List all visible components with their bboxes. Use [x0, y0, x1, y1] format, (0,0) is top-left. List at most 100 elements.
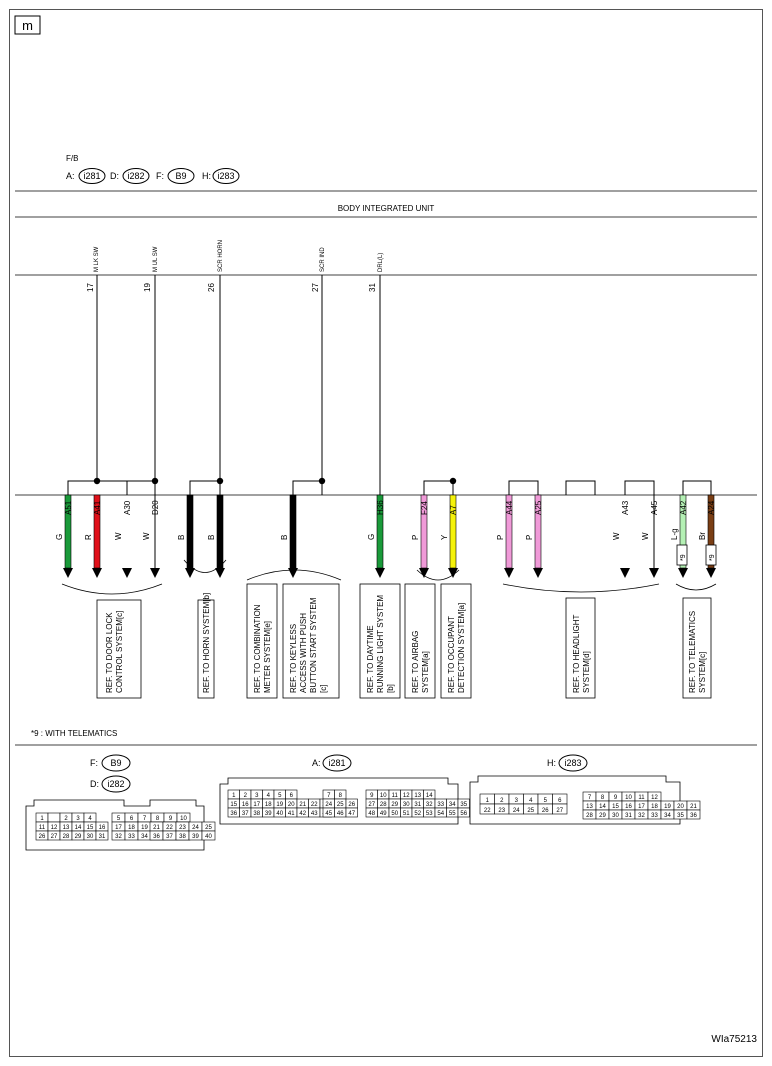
connector-a-right-pin: 11 [392, 793, 399, 799]
connector-h-label: H: i283 [547, 754, 588, 772]
connector-h-right-pin: 21 [690, 804, 697, 810]
connector-a-right-pin: 33 [437, 802, 444, 808]
wire-color-code-A45: W [641, 532, 650, 540]
connector-h-left-pin: 22 [484, 808, 491, 814]
connector-a-left-pin: 43 [311, 811, 318, 817]
connector-a-right-pin: 49 [380, 811, 387, 817]
wire-pin-H31: H31 [186, 500, 195, 515]
svg-text:REF. TO KEYLESS ACCESS W: REF. TO KEYLESS ACCESS WITH PUSH BUTTON … [289, 595, 328, 693]
connector-fd-mid-pin: 17 [115, 825, 122, 831]
connector-fd-right-pin: 24 [192, 825, 199, 831]
terminal-signal-27: SCR IND [320, 247, 326, 272]
connector-a-right-pin: 32 [426, 802, 433, 808]
svg-text:REF. TO DAYTIME RUNNING: REF. TO DAYTIME RUNNING LIGHT SYSTEM [b] [366, 593, 395, 693]
legend-letter-f: F: [156, 171, 164, 181]
ref-box-drl[interactable] [359, 583, 401, 699]
connector-a-left-pin: 4 [267, 793, 271, 799]
terminal-pin-27: 27 [311, 283, 320, 292]
connector-h-right-pin: 19 [664, 804, 671, 810]
connector-fd-mid-pin: 33 [128, 834, 135, 840]
wire-arrow-A45 [649, 568, 659, 578]
wire-arrow-A42 [678, 568, 688, 578]
connector-fd-left-pin: 14 [75, 825, 82, 831]
connector-a-left-pin: 42 [299, 811, 306, 817]
legend-letter-d: D: [110, 171, 119, 181]
connector-fd-mid-pin: 19 [141, 825, 148, 831]
brace-horn [183, 559, 227, 573]
wire-arrow-A24 [706, 568, 716, 578]
ref-box-airbag[interactable] [404, 583, 436, 699]
connector-a-left-pin: 36 [230, 811, 237, 817]
connector-fd-left-pin: 11 [39, 825, 46, 831]
connector-a-left-pin: 40 [276, 811, 283, 817]
connector-h-right-pin: 18 [651, 804, 658, 810]
connector-a-left-pin: 38 [253, 811, 260, 817]
connector-h-right-pin: 36 [690, 813, 697, 819]
connector-fd-body [25, 799, 205, 851]
telematics-note: *9 : WITH TELEMATICS [31, 729, 117, 738]
connector-h-left-pin: 2 [500, 798, 504, 804]
connector-h-right-pin: 7 [588, 795, 592, 801]
telematics-star-tags: *9 *9 [676, 544, 717, 566]
legend-letter-h: H: [202, 171, 211, 181]
ref-box-keyless[interactable] [282, 583, 340, 699]
wire-arrow-A51 [63, 568, 73, 578]
ref-box-occupant[interactable] [440, 583, 472, 699]
connector-a-mid-pin: 7 [327, 793, 331, 799]
connector-a-left-pin: 20 [288, 802, 295, 808]
wire-arrow-A41 [92, 568, 102, 578]
connector-f-oval [101, 754, 131, 772]
connector-h-left-pin: 6 [558, 798, 562, 804]
ref-box-door-lock[interactable] [96, 599, 142, 699]
wire-color-code-A24: Br [698, 532, 707, 540]
connector-a-left-pin: 6 [290, 793, 294, 799]
connector-a-label: A: i281 [312, 754, 352, 772]
connector-a-right-pin: 53 [426, 811, 433, 817]
star-tag-a24-box [705, 544, 717, 566]
connector-h-left-pin: 1 [486, 798, 490, 804]
connector-fd-left-pin: 3 [76, 816, 80, 822]
connector-h-right-pin: 14 [599, 804, 606, 810]
connector-fd-right-pin: 40 [205, 834, 212, 840]
connector-fd-left-pin: 1 [40, 816, 44, 822]
wire-pin-H36: H36 [376, 500, 385, 515]
wire-pin-F24: F24 [420, 501, 429, 515]
connector-fd-left-pin: 28 [63, 834, 70, 840]
connector-h-left-pin: 24 [513, 808, 520, 814]
connector-h-right-pin: 11 [638, 795, 645, 801]
connector-a-left-pin: 16 [242, 802, 249, 808]
connector-h-left-pin: 5 [544, 798, 548, 804]
signal-lines [96, 275, 381, 495]
junction-dot-26 [216, 477, 224, 485]
wire-color-code-A41: R [84, 534, 93, 540]
figure-id: WIa75213 [711, 1034, 757, 1045]
connector-fd-right-pin: 37 [166, 834, 173, 840]
connector-a-right-pin: 50 [391, 811, 398, 817]
legend-code-f-oval [167, 168, 195, 184]
wire-pin-A51: A51 [64, 500, 73, 515]
junction-27 [292, 480, 323, 495]
connector-d-oval [101, 775, 131, 793]
connector-a-right-pin: 34 [449, 802, 456, 808]
wire-arrow-F24 [419, 568, 429, 578]
ref-box-horn[interactable] [197, 599, 215, 699]
ref-box-headlight[interactable] [565, 597, 596, 699]
ref-telematics-line1: REF. TO TELEMATICS [688, 611, 697, 693]
connector-a-right-pin: 51 [403, 811, 410, 817]
wire-color-code-A42: L-g [670, 528, 679, 540]
connector-h-left-cell [552, 803, 568, 815]
wire-pin-D20: D20 [151, 500, 160, 515]
connector-a-mid-pin: 47 [348, 811, 355, 817]
connector-a-left-pin: 5 [278, 793, 282, 799]
junction-dot-airbag [449, 477, 457, 485]
legend-letter-a: A: [66, 171, 75, 181]
ref-box-telematics[interactable] [682, 597, 712, 699]
ref-meter-line2: METER SYSTEM[e] [263, 621, 272, 693]
connector-a-left-pin: 17 [253, 802, 260, 808]
junction-26 [189, 480, 221, 495]
connector-a-mid-pin: 26 [348, 802, 355, 808]
ref-box-meter[interactable] [246, 583, 278, 699]
wire-color-code-D20: W [142, 532, 151, 540]
wire-pin-A44: A44 [505, 500, 514, 515]
